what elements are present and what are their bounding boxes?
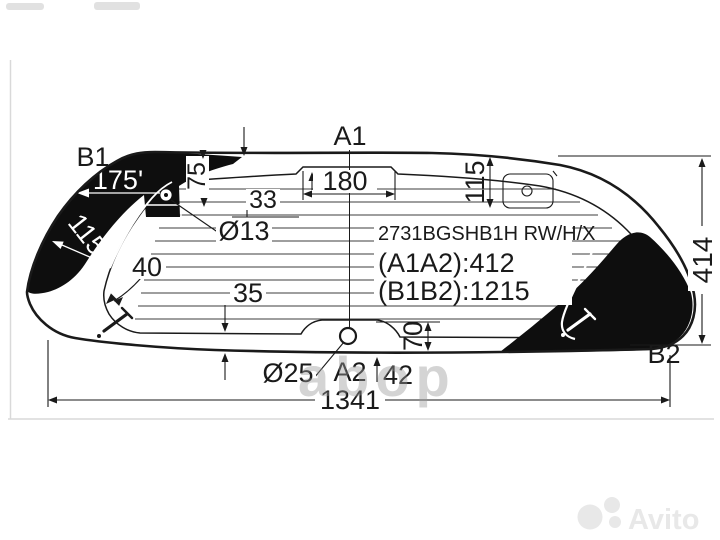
measure-a1a2: (A1A2):412 xyxy=(378,248,515,278)
dim-hinge-inset-label: 33 xyxy=(249,186,277,214)
seller-watermark: abop xyxy=(298,345,456,408)
label-a2: A2 xyxy=(333,357,366,387)
avito-logo-icon xyxy=(577,497,621,530)
hinge-hole-right xyxy=(521,185,533,197)
watermarks: abop Avito xyxy=(298,345,699,536)
dim-notch-width-label: 180 xyxy=(322,166,367,196)
label-b2: B2 xyxy=(647,339,680,369)
dim-width-label: 1341 xyxy=(320,385,380,415)
crop-smudge xyxy=(94,2,140,10)
wiper-pin-left xyxy=(97,306,134,338)
dim-top-drop-label: 75 xyxy=(183,162,211,190)
dim-pin-offset-label: 40 xyxy=(132,252,162,282)
measure-b1b2: (B1B2):1215 xyxy=(378,276,530,306)
dim-hole-offset-label: 42 xyxy=(383,360,413,390)
dim-right-drop-label: 115 xyxy=(460,160,490,203)
dimension-labels: B1 A1 B2 A2 75 33 180 115 Ø13 40 35 70 Ø… xyxy=(76,121,718,415)
hinge-bracket-right xyxy=(502,173,554,209)
dim-hinge-hole-label: Ø13 xyxy=(218,216,269,246)
label-backgrounds xyxy=(128,170,717,412)
crop-smudge xyxy=(6,3,44,10)
glass-outer-contour xyxy=(25,150,697,354)
center-hole xyxy=(338,326,358,346)
dim-hump-height-label: 70 xyxy=(398,321,428,351)
wiper-pin-right xyxy=(561,307,597,337)
dim-75-box xyxy=(186,156,209,196)
photo-frame xyxy=(6,2,714,420)
frit-band-bottom-right xyxy=(500,232,693,352)
dim-center-hole-label: Ø25 xyxy=(262,358,313,388)
dim-height-label: 414 xyxy=(687,237,718,284)
part-code: 2731BGSHB1H RW/H/X xyxy=(378,223,596,245)
label-b1: B1 xyxy=(76,142,109,172)
label-a1: A1 xyxy=(333,121,366,151)
hinge-bracket-left xyxy=(147,189,182,216)
frit-band-top-left xyxy=(27,152,242,294)
avito-watermark-text: Avito xyxy=(628,504,699,536)
part-info-block: 2731BGSHB1H RW/H/X (A1A2):412 (B1B2):121… xyxy=(378,223,596,306)
dim-edge-gap-label: 35 xyxy=(233,278,263,308)
